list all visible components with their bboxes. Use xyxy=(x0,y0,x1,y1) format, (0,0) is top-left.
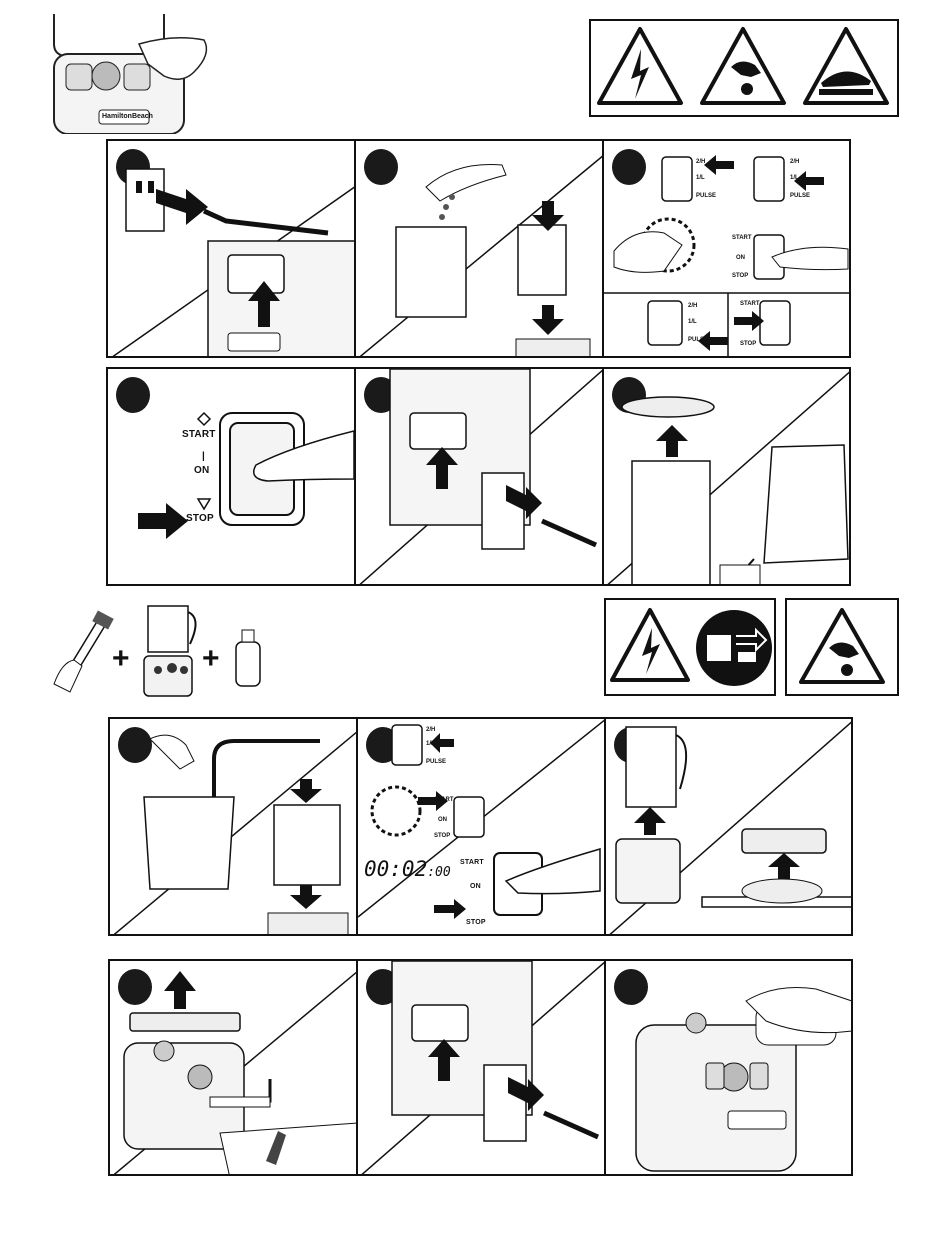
step-press-stop: START | ON STOP xyxy=(108,369,356,584)
plus-sign: + xyxy=(202,642,220,676)
hi-label: 2/H xyxy=(696,159,705,165)
step-marker xyxy=(366,969,400,1005)
step-add-ingredients xyxy=(356,141,604,356)
step-fill-water-soap xyxy=(110,719,358,934)
cleaning-steps-row-3: 2/H 1/L PULSE START ON STOP 00:02:00 STA… xyxy=(108,717,853,936)
lo-label: 1/L xyxy=(688,319,697,325)
cleaning-steps-row-4: HamiltonBeach xyxy=(108,959,853,1176)
start-label: START xyxy=(740,301,760,307)
step-marker xyxy=(366,727,400,763)
step-wipe-base: HamiltonBeach xyxy=(606,961,853,1174)
warning-symbols-top xyxy=(589,19,899,117)
operation-steps-row-2: START | ON STOP xyxy=(106,367,851,586)
step-select-speed-and-start: 2/H 1/L PULSE 2/H 1/L PULSE START ON STO… xyxy=(604,141,851,356)
step-marker xyxy=(364,149,398,185)
step-plug-in xyxy=(108,141,356,356)
start-label: START xyxy=(182,429,216,440)
plus-sign: + xyxy=(112,642,130,676)
step-power-off-unplug xyxy=(356,369,604,584)
pulse-label: PULSE xyxy=(688,337,708,343)
pulse-label: PULSE xyxy=(426,759,446,765)
timer-sub: :00 xyxy=(427,865,450,880)
step-remove-lid-pour xyxy=(604,369,851,584)
step-marker xyxy=(614,727,648,763)
start-label: START xyxy=(434,797,454,803)
hi-label: 2/H xyxy=(426,727,435,733)
lo-label: 1/L xyxy=(426,741,435,747)
stop-label: STOP xyxy=(732,273,748,279)
blender-control-hand-illustration: HamiltonBeach xyxy=(44,14,214,134)
step-marker xyxy=(612,377,646,413)
cleaning-supplies-equation: + + xyxy=(50,600,280,700)
brand-logo: HamiltonBeach xyxy=(102,113,153,120)
lo-label: 1/L xyxy=(696,175,705,181)
lo-label: 1/L xyxy=(790,175,799,181)
step-marker xyxy=(612,149,646,185)
pulse-label: PULSE xyxy=(696,193,716,199)
timer-main: 00:02 xyxy=(364,857,427,881)
timer-display: 00:02:00 xyxy=(364,857,451,881)
on-label: ON xyxy=(194,465,209,476)
step-marker xyxy=(118,727,152,763)
step-run-cleaning-cycle: 2/H 1/L PULSE START ON STOP 00:02:00 STA… xyxy=(358,719,606,934)
pulse-label: PULSE xyxy=(790,193,810,199)
step-marker xyxy=(364,377,398,413)
warning-blade-box xyxy=(785,598,899,696)
step-wash-parts xyxy=(110,961,358,1174)
step-marker xyxy=(118,969,152,1005)
on-label: ON xyxy=(744,321,753,327)
on-indicator: | xyxy=(202,451,205,462)
stop-label: STOP xyxy=(740,341,756,347)
step-remove-jar-lid xyxy=(606,719,853,934)
stop-label: STOP xyxy=(466,919,486,926)
step-unplug-after-cleaning xyxy=(358,961,606,1174)
on-label: ON xyxy=(736,255,745,261)
start-label: START xyxy=(732,235,752,241)
step-marker xyxy=(116,377,150,413)
stop-label: STOP xyxy=(186,513,214,524)
hi-label: 2/H xyxy=(790,159,799,165)
step-marker xyxy=(614,969,648,1005)
on-label: ON xyxy=(470,883,481,890)
hi-label: 2/H xyxy=(688,303,697,309)
step-marker xyxy=(116,149,150,185)
stop-label: STOP xyxy=(434,833,450,839)
setup-steps-row-1: 2/H 1/L PULSE 2/H 1/L PULSE START ON STO… xyxy=(106,139,851,358)
warning-unplug-box xyxy=(604,598,776,696)
start-label: START xyxy=(460,859,484,866)
on-label: ON xyxy=(438,817,447,823)
